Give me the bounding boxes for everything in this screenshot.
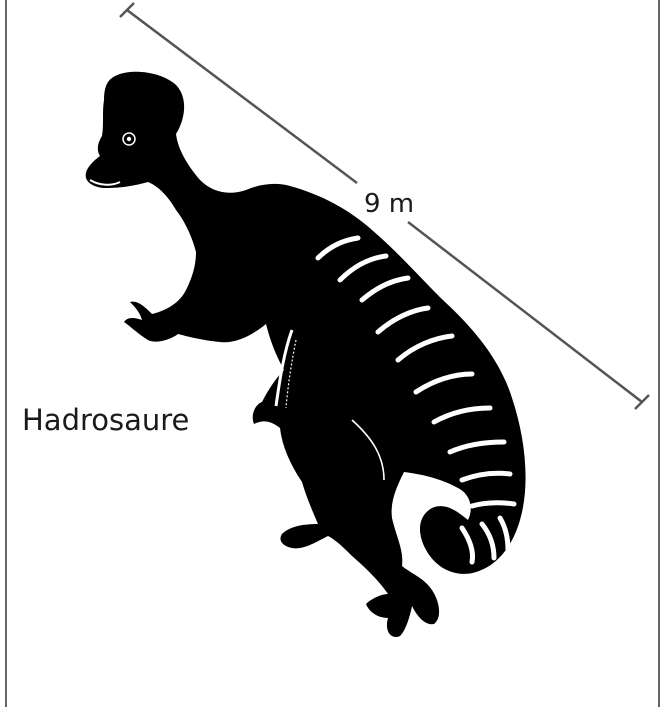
hadrosaur-silhouette-icon — [86, 72, 526, 637]
species-label: Hadrosaure — [22, 403, 189, 437]
length-label: 9 m — [364, 189, 414, 219]
